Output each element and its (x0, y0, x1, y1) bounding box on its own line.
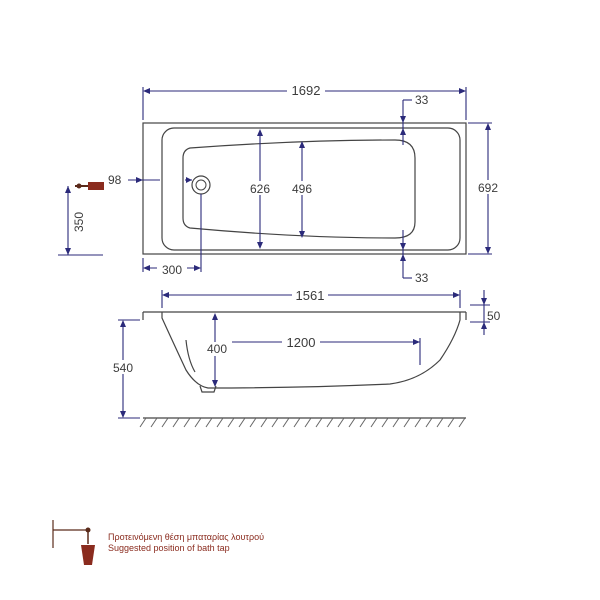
dim-rim-bottom: 33 (400, 230, 429, 285)
legend-english-text: Suggested position of bath tap (108, 543, 230, 553)
label-overall-length: 1692 (292, 83, 321, 98)
top-view: 1692 33 33 692 (58, 83, 501, 285)
label-inner-length: 1561 (296, 288, 325, 303)
dim-rim-top: 33 (400, 93, 429, 145)
label-basin-width: 496 (292, 182, 312, 196)
label-drain-offset: 98 (108, 173, 122, 187)
tap-marker-icon (75, 182, 104, 190)
dim-height: 540 (108, 319, 140, 419)
label-height: 540 (113, 361, 133, 375)
label-rim-thickness: 50 (487, 309, 501, 323)
label-rim-top: 33 (415, 93, 429, 107)
dim-depth: 400 (203, 313, 231, 387)
label-depth: 400 (207, 342, 227, 356)
dim-basin-width: 496 (289, 141, 315, 238)
tub-side-profile (142, 312, 467, 389)
label-drain-from-end: 300 (162, 263, 182, 277)
dim-drain-from-end: 300 (142, 194, 202, 277)
drain-outer (191, 175, 211, 195)
floor-hatching (139, 417, 466, 428)
tub-basin (182, 139, 416, 239)
tub-inner-rim (161, 127, 461, 251)
drain-inner (195, 179, 207, 191)
tap-legend: Προτεινόμενη θέση μπαταρίας λουτρού Sugg… (52, 520, 264, 565)
dim-flat-bottom: 1200 (232, 335, 421, 365)
dim-overall-width: 692 (468, 122, 501, 255)
label-rim-bottom: 33 (415, 271, 429, 285)
dim-tap-height: 350 (58, 186, 103, 256)
legend-greek-text: Προτεινόμενη θέση μπαταρίας λουτρού (108, 532, 264, 542)
dim-drain-offset: 98 (108, 173, 192, 187)
dim-rim-thickness: 50 (470, 290, 501, 335)
dim-overall-length: 1692 (142, 83, 467, 120)
bath-tap-icon (81, 545, 95, 565)
dim-inner-length: 1561 (161, 288, 461, 308)
label-tap-height: 350 (72, 212, 86, 232)
side-view: 1561 50 540 400 (108, 288, 501, 428)
label-inner-width: 626 (250, 182, 270, 196)
dim-inner-width: 626 (247, 129, 273, 249)
tub-outer-rim (142, 122, 467, 255)
label-overall-width: 692 (478, 181, 498, 195)
label-flat-bottom: 1200 (287, 335, 316, 350)
